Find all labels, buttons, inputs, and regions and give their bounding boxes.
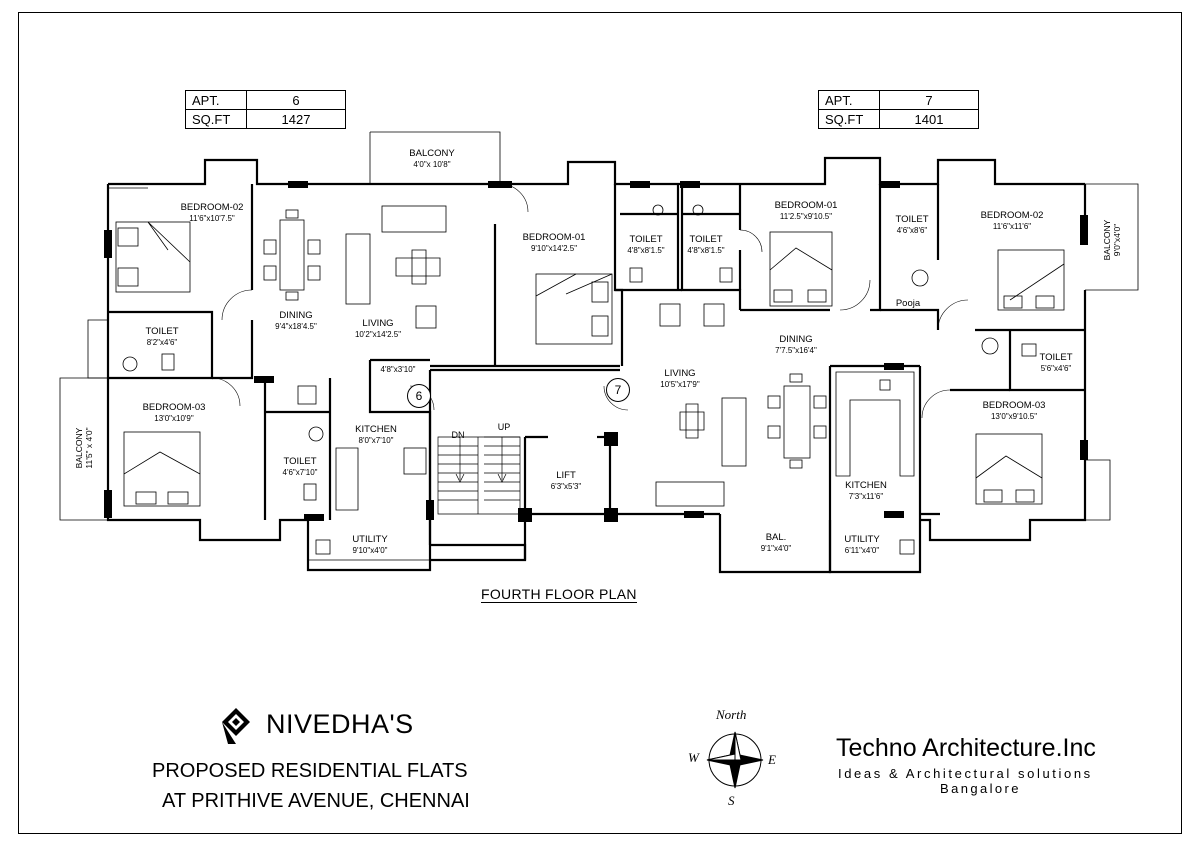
column-blocks	[104, 181, 1088, 522]
staircase	[437, 436, 521, 515]
apt-number: 6	[246, 90, 346, 110]
architect-tagline: Ideas & Architectural solutions	[838, 766, 1093, 781]
project-line-2: AT PRITHIVE AVENUE, CHENNAI	[162, 790, 470, 812]
lobby-dimension: 4'8"x3'10"	[380, 365, 416, 374]
nivedha-logo-mark	[222, 708, 250, 744]
furniture	[115, 204, 1065, 555]
room-label-pooja: Pooja	[895, 298, 921, 309]
plan-title: FOURTH FLOOR PLAN	[481, 586, 637, 603]
compass-east-label: E	[768, 752, 776, 767]
doors	[211, 183, 969, 419]
project-line-1: PROPOSED RESIDENTIAL FLATS	[152, 760, 468, 782]
apt-label: APT.	[818, 90, 880, 110]
apt-number: 7	[879, 90, 979, 110]
architect-name: Techno Architecture.Inc	[836, 734, 1096, 762]
drawing-border	[18, 12, 1182, 834]
architect-city: Bangalore	[940, 781, 1021, 796]
compass-north-label: North	[716, 707, 747, 722]
apartment-7-marker: 7	[606, 378, 630, 402]
compass-south-label: S	[728, 793, 735, 808]
room-label-bal-apt7: BAL.9'1"x4'0"	[760, 532, 792, 553]
walls	[106, 156, 1087, 574]
stair-down-label: DN	[451, 430, 465, 440]
apartment-6-marker: 6	[407, 384, 431, 408]
sqft-label: SQ.FT	[818, 109, 880, 129]
apt-label: APT.	[185, 90, 247, 110]
compass-rose	[706, 731, 764, 789]
sqft-label: SQ.FT	[185, 109, 247, 129]
stair-up-label: UP	[497, 422, 511, 432]
sqft-value: 1427	[246, 109, 346, 129]
brand-name: NIVEDHA'S	[266, 709, 414, 739]
sqft-value: 1401	[879, 109, 979, 129]
windows	[59, 131, 1139, 573]
compass-west-label: W	[688, 750, 699, 765]
